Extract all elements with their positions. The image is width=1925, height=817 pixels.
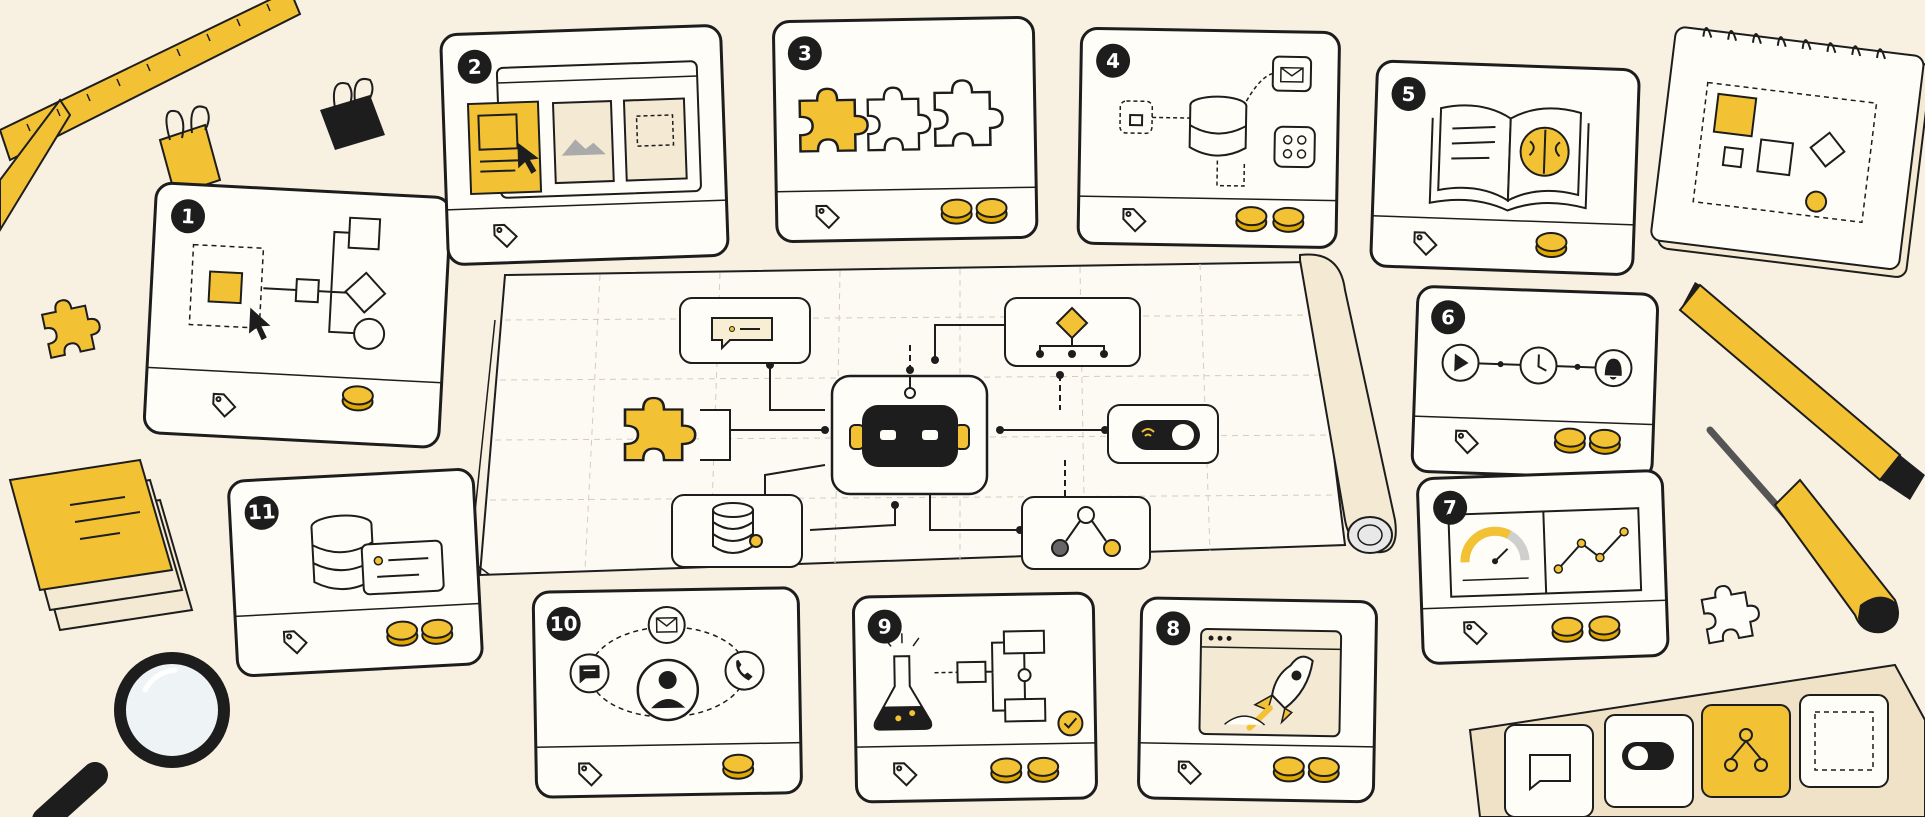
- coin-icon: [1588, 614, 1621, 642]
- step-card[interactable]: 10: [531, 586, 803, 799]
- coin-icon: [975, 197, 1008, 225]
- step-number: 3: [798, 41, 812, 65]
- step-number-badge: 4: [1096, 43, 1131, 78]
- step-card[interactable]: 1: [142, 181, 453, 449]
- coin-icon: [1272, 756, 1305, 783]
- step-number: 5: [1401, 82, 1416, 106]
- binder-clip-icon: [320, 78, 385, 150]
- coin-icon: [1235, 205, 1268, 233]
- step-card[interactable]: 4: [1076, 26, 1341, 249]
- step-number: 10: [550, 612, 578, 636]
- step-number: 7: [1443, 496, 1458, 520]
- branch-network-icon: [1021, 496, 1151, 570]
- coin-icon: [1307, 756, 1340, 784]
- knowledge-book-brain-icon: [1428, 104, 1590, 212]
- step-number-badge: 5: [1391, 76, 1426, 111]
- coin-icon: [1553, 427, 1587, 455]
- pencil-icon: [1678, 282, 1925, 500]
- coin-icon: [1588, 428, 1622, 456]
- step-number-badge: 8: [1156, 611, 1191, 646]
- puzzle-piece-icon: [623, 396, 731, 462]
- flask-test-flow-icon: [873, 629, 1084, 737]
- coin-icon: [1534, 231, 1568, 259]
- database-form-icon: [310, 514, 445, 596]
- database-icon: [671, 494, 803, 568]
- coin-icon: [1551, 616, 1584, 644]
- step-number: 8: [1166, 616, 1180, 640]
- step-number: 1: [180, 204, 195, 229]
- ruler-icon: [0, 0, 302, 232]
- omnichannel-contact-icon: [569, 605, 765, 722]
- puzzle-piece-icon: [1699, 579, 1764, 645]
- dashboard-gauge-chart-icon: [1447, 507, 1643, 598]
- step-number-badge: 11: [244, 495, 279, 530]
- puzzle-piece-icon: [39, 292, 106, 359]
- flowchart-selection-icon: [188, 216, 387, 350]
- step-card[interactable]: 2: [439, 24, 730, 266]
- coin-icon: [990, 757, 1023, 784]
- play-clock-bell-timeline-icon: [1441, 343, 1633, 388]
- step-card[interactable]: 7: [1416, 469, 1670, 665]
- layout-template-picker-icon: [466, 60, 702, 199]
- step-number: 11: [247, 499, 276, 524]
- coin-icon: [721, 753, 755, 780]
- robot-icon: [830, 374, 989, 496]
- step-card[interactable]: 8: [1137, 596, 1378, 804]
- step-number-badge: 1: [171, 199, 206, 234]
- step-number-badge: 3: [787, 36, 822, 71]
- decision-tree-icon: [1004, 297, 1141, 367]
- coin-icon: [940, 198, 973, 225]
- step-number-badge: 9: [867, 609, 902, 644]
- magnifying-glass-icon: [32, 652, 230, 817]
- step-number-badge: 2: [457, 49, 492, 84]
- step-card[interactable]: 9: [851, 591, 1098, 804]
- coin-icon: [341, 384, 375, 413]
- sticky-notes-icon: [8, 458, 194, 632]
- coin-icon: [1272, 206, 1305, 234]
- step-number: 9: [878, 614, 892, 638]
- step-number: 6: [1441, 305, 1456, 329]
- coin-icon: [420, 618, 454, 646]
- notepad-icon: [1650, 26, 1925, 278]
- step-card[interactable]: 11: [227, 468, 484, 677]
- screwdriver-icon: [1706, 426, 1899, 634]
- component-tray-icon: [1468, 663, 1925, 817]
- database-integrations-icon: [1119, 55, 1316, 187]
- puzzle-pieces-icon: [798, 78, 1005, 153]
- step-number-badge: 10: [546, 606, 581, 641]
- chat-bubble-icon: [679, 297, 811, 364]
- step-number: 2: [467, 55, 482, 79]
- step-card[interactable]: 3: [772, 15, 1039, 243]
- coin-icon: [385, 619, 419, 648]
- step-number: 4: [1106, 49, 1120, 73]
- binder-clip-icon: [158, 105, 222, 197]
- step-number-badge: 6: [1431, 300, 1466, 335]
- coin-icon: [1027, 756, 1060, 784]
- toggle-switch-icon: [1107, 404, 1219, 464]
- step-card[interactable]: 5: [1369, 59, 1641, 276]
- browser-rocket-launch-icon: [1198, 627, 1343, 738]
- step-card[interactable]: 6: [1410, 285, 1660, 481]
